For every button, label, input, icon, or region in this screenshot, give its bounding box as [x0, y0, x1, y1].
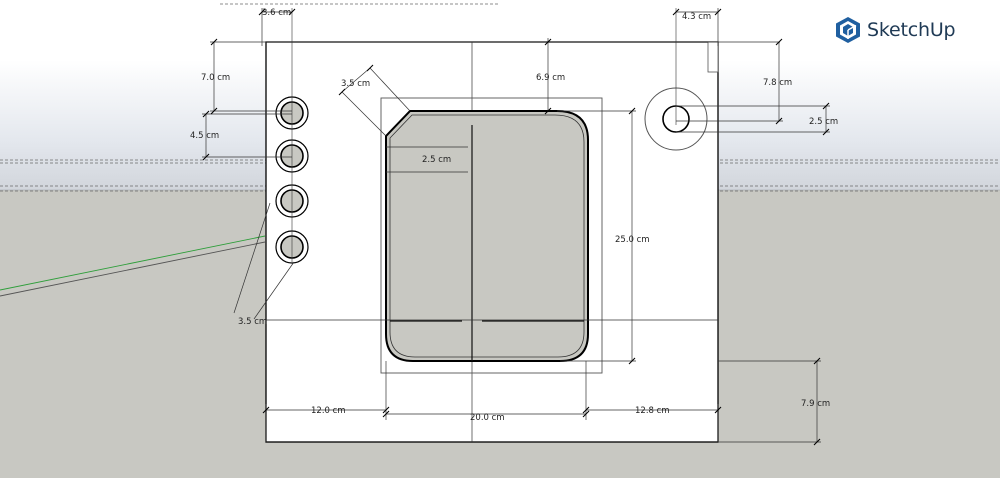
dimension-lines — [202, 8, 830, 443]
window-inner-edge — [389, 114, 585, 358]
dim-right-hole-diameter: 2.5 cm — [809, 117, 838, 127]
dim-window-width: 20.0 cm — [470, 413, 505, 423]
dim-top-offset-left: 7.0 cm — [201, 73, 230, 83]
dim-window-height: 25.0 cm — [615, 235, 650, 245]
sketchup-cube-icon — [836, 17, 860, 43]
dim-right-hole-horizontal: 4.3 cm — [682, 12, 711, 22]
dim-window-top-offset: 6.9 cm — [536, 73, 565, 83]
left-holes[interactable] — [275, 96, 309, 264]
window-outer-frame — [380, 97, 603, 374]
dim-right-hole-vertical: 7.8 cm — [763, 78, 792, 88]
dim-left-margin: 12.0 cm — [311, 406, 346, 416]
dim-top-left-hole-spacing: 3.6 cm — [262, 8, 291, 18]
dim-right-margin: 12.8 cm — [635, 406, 670, 416]
window-opening[interactable] — [385, 110, 589, 362]
sketchup-logo: SketchUp — [835, 16, 956, 44]
sketchup-logo-text: SketchUp — [867, 19, 956, 41]
dim-window-inner: 2.5 cm — [422, 155, 451, 165]
dimension-ticks — [202, 8, 830, 446]
dim-bottom-left-hole-spacing: 3.5 cm — [238, 317, 267, 327]
dim-window-corner-chamfer: 3.5 cm — [341, 79, 370, 89]
dim-bottom-margin: 7.9 cm — [801, 399, 830, 409]
dim-hole-spacing-vertical: 4.5 cm — [190, 131, 219, 141]
panel-notch — [707, 41, 719, 73]
